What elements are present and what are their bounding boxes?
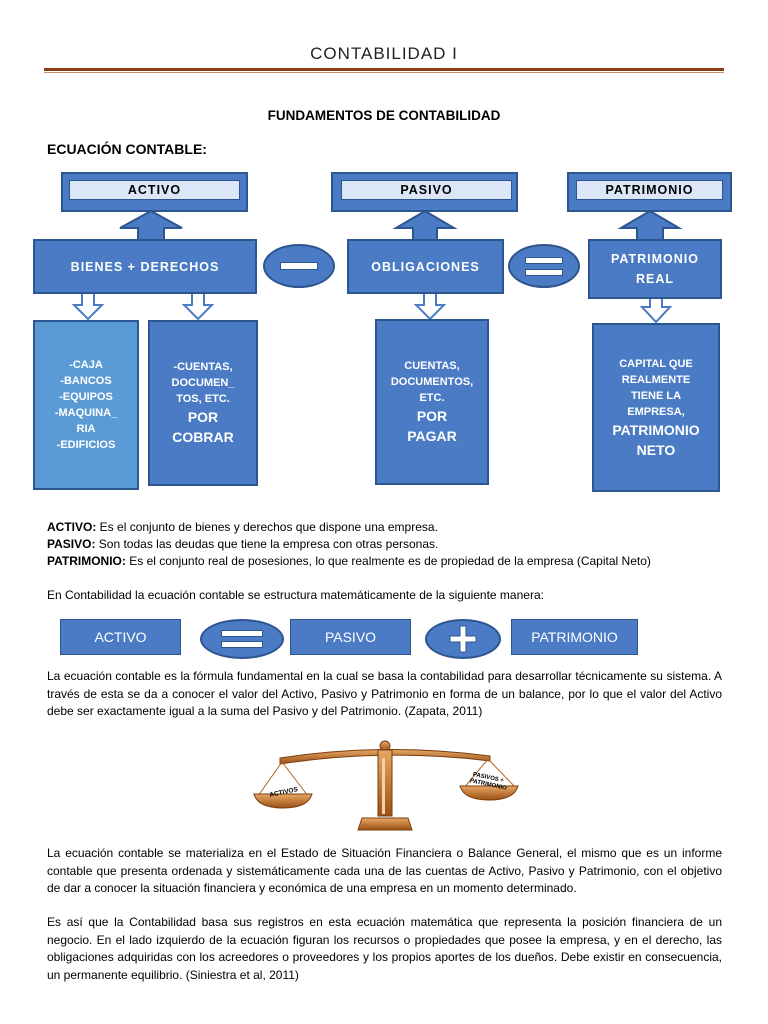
equals-glyph-bottom bbox=[221, 641, 263, 648]
paragraph-3: Es así que la Contabilidad basa sus regi… bbox=[47, 915, 722, 982]
down-arrow-derechos bbox=[181, 292, 215, 321]
detail-patrimonio-line: TIENE LA bbox=[630, 389, 682, 402]
page-header-title: CONTABILIDAD I bbox=[310, 44, 458, 63]
top-label-pasivo: PASIVO bbox=[341, 180, 512, 200]
detail-derechos-line: DOCUMEN_ bbox=[171, 377, 235, 389]
mid-box-bienes-derechos: BIENES + DERECHOS bbox=[33, 239, 257, 294]
detail-pasivo-emphasis: PAGAR bbox=[407, 428, 457, 444]
balance-scale-illustration: ACTIVOS PASIVOS + PATRIMONIO bbox=[253, 740, 519, 831]
top-box-activo: ACTIVO bbox=[61, 172, 248, 212]
equals-glyph-top bbox=[525, 256, 563, 264]
top-box-pasivo: PASIVO bbox=[331, 172, 518, 212]
detail-pasivo-line: ETC. bbox=[419, 392, 445, 404]
detail-patrimonio-line: REALMENTE bbox=[621, 373, 691, 386]
scale-left-pan bbox=[253, 793, 313, 809]
section-title: ECUACIÓN CONTABLE: bbox=[47, 141, 207, 157]
up-arrow-activo bbox=[119, 209, 183, 241]
detail-box-bienes: -CAJA -BANCOS -EQUIPOS -MAQUINA_ RIA -ED… bbox=[33, 320, 139, 490]
detail-derechos-line: TOS, ETC. bbox=[176, 393, 230, 405]
equation-intro: En Contabilidad la ecuación contable se … bbox=[47, 588, 544, 602]
detail-derechos-emphasis: COBRAR bbox=[172, 429, 234, 445]
equation-term-patrimonio: PATRIMONIO bbox=[511, 619, 638, 655]
detail-patrimonio-emphasis: NETO bbox=[636, 441, 676, 458]
equals-glyph-bottom bbox=[525, 268, 563, 276]
equation-plus-operator bbox=[425, 619, 501, 659]
diagram-arrows bbox=[71, 209, 683, 324]
down-arrow-obligaciones bbox=[413, 292, 447, 321]
detail-bienes-line: -EDIFICIOS bbox=[56, 439, 116, 451]
detail-pasivo-line: CUENTAS, bbox=[404, 360, 460, 372]
plus-glyph bbox=[449, 625, 477, 653]
paragraph-1: La ecuación contable es la fórmula funda… bbox=[47, 669, 722, 718]
mid-box-patrimonio-real: PATRIMONIO REAL bbox=[588, 239, 722, 299]
definition-activo: ACTIVO: Es el conjunto de bienes y derec… bbox=[47, 520, 438, 534]
definition-pasivo: PASIVO: Son todas las deudas que tiene l… bbox=[47, 537, 439, 551]
minus-glyph bbox=[280, 262, 318, 270]
document-title: FUNDAMENTOS DE CONTABILIDAD bbox=[267, 108, 501, 123]
detail-box-obligaciones: CUENTAS, DOCUMENTOS, ETC. POR PAGAR bbox=[375, 319, 489, 485]
detail-bienes-line: -BANCOS bbox=[60, 375, 112, 387]
up-arrow-pasivo bbox=[392, 209, 458, 241]
equation-term-pasivo: PASIVO bbox=[290, 619, 411, 655]
scale-pillar-highlight bbox=[382, 758, 385, 814]
detail-box-patrimonio: CAPITAL QUE REALMENTE TIENE LA EMPRESA, … bbox=[592, 323, 720, 492]
detail-bienes-line: RIA bbox=[76, 423, 96, 435]
minus-operator bbox=[263, 244, 335, 288]
scale-base bbox=[357, 817, 413, 831]
detail-bienes-line: -EQUIPOS bbox=[59, 391, 113, 403]
detail-patrimonio-line: EMPRESA, bbox=[627, 405, 685, 418]
equals-operator bbox=[508, 244, 580, 288]
detail-patrimonio-line: CAPITAL QUE bbox=[619, 357, 693, 370]
detail-derechos-emphasis: POR bbox=[187, 409, 219, 425]
detail-bienes-line: -CAJA bbox=[69, 359, 103, 371]
mid-box-obligaciones: OBLIGACIONES bbox=[347, 239, 504, 294]
detail-derechos-line: -CUENTAS, bbox=[173, 361, 233, 373]
top-label-patrimonio: PATRIMONIO bbox=[576, 180, 723, 200]
detail-pasivo-line: DOCUMENTOS, bbox=[390, 376, 474, 388]
equation-equals-operator bbox=[200, 619, 284, 659]
detail-box-derechos: -CUENTAS, DOCUMEN_ TOS, ETC. POR COBRAR bbox=[148, 320, 258, 486]
paragraph-2: La ecuación contable se materializa en e… bbox=[47, 846, 722, 895]
definition-patrimonio: PATRIMONIO: Es el conjunto real de poses… bbox=[47, 554, 651, 568]
detail-patrimonio-emphasis: PATRIMONIO bbox=[612, 421, 700, 438]
header-rule bbox=[44, 68, 724, 71]
equation-term-activo: ACTIVO bbox=[60, 619, 181, 655]
detail-bienes-line: -MAQUINA_ bbox=[54, 407, 118, 419]
header-rule-thin bbox=[44, 72, 724, 73]
up-arrow-patrimonio bbox=[617, 209, 683, 241]
down-arrow-bienes bbox=[71, 292, 105, 321]
equals-glyph-top bbox=[221, 630, 263, 637]
top-box-patrimonio: PATRIMONIO bbox=[567, 172, 732, 212]
scale-right-pan bbox=[459, 785, 519, 801]
top-label-activo: ACTIVO bbox=[69, 180, 240, 200]
detail-pasivo-emphasis: POR bbox=[416, 408, 448, 424]
